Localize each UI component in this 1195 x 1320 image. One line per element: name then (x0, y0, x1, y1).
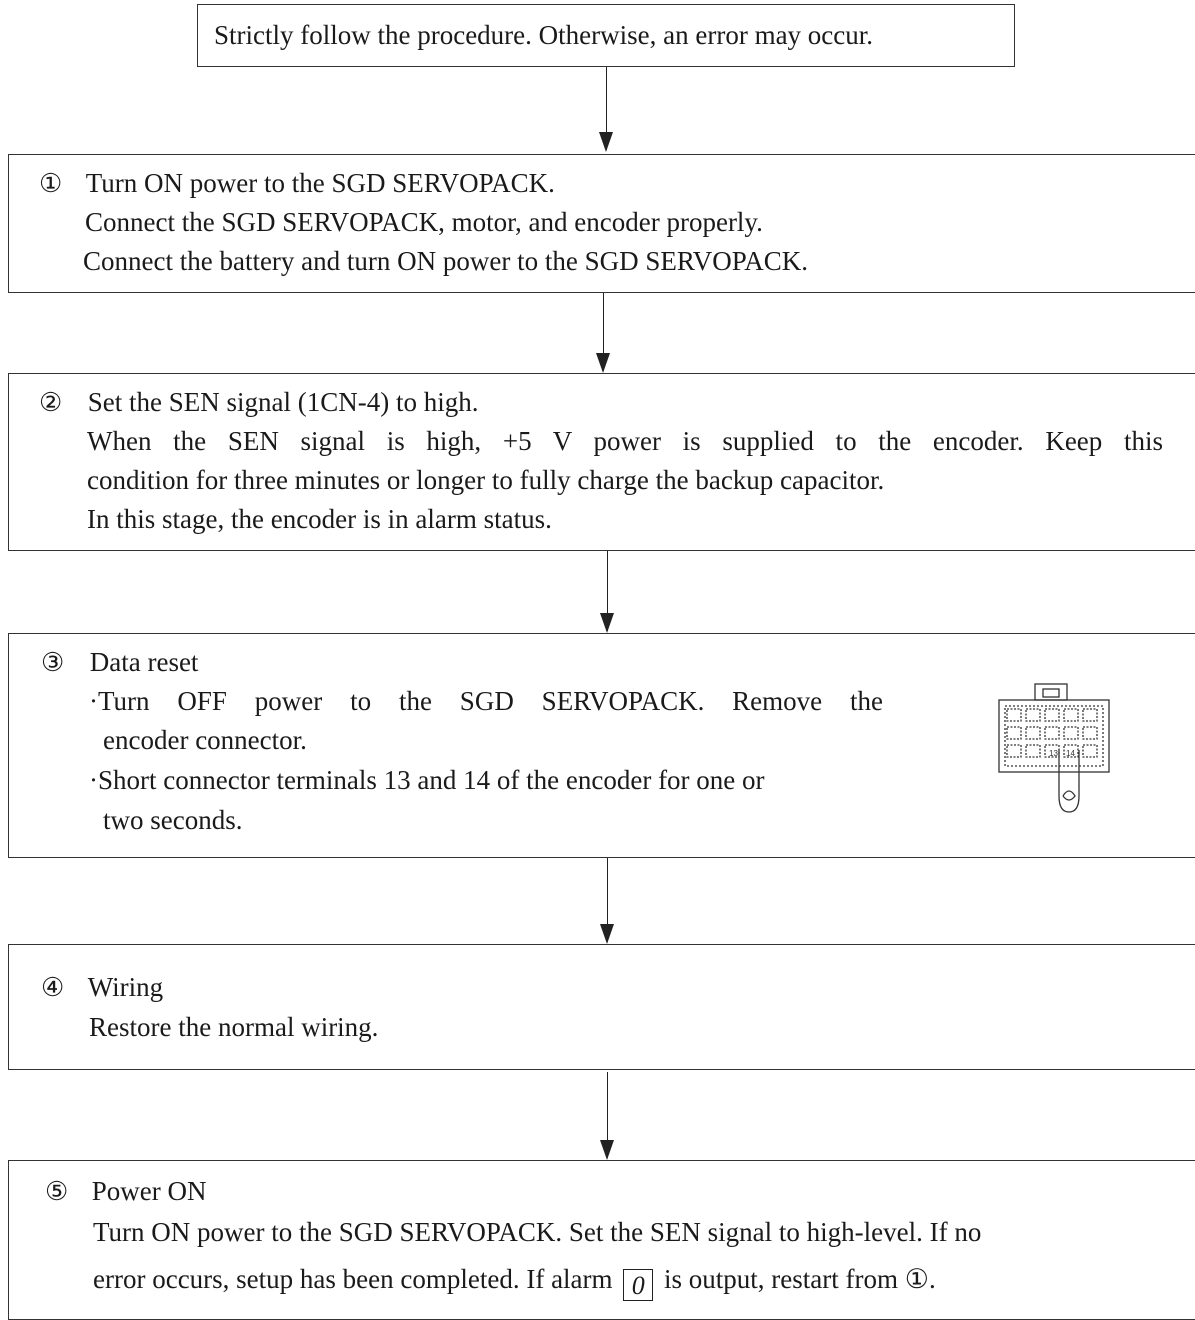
notice-box: Strictly follow the procedure. Otherwise… (197, 4, 1015, 67)
step-5-line-3-text: is output, restart from ①. (664, 1264, 936, 1294)
step-4-line-1: Restore the normal wiring. (89, 1012, 379, 1042)
step-4-title: Wiring (87, 972, 164, 1002)
step-1-line-1: Connect the SGD SERVOPACK, motor, and en… (85, 207, 763, 237)
step-2-box: ② Set the SEN signal (1CN-4) to high. Wh… (8, 373, 1195, 551)
step-3-box: ③ Data reset ·Turn OFF power to the SGD … (8, 633, 1195, 858)
step-5-line-1: Turn ON power to the SGD SERVOPACK. Set … (93, 1217, 982, 1247)
flow-arrow-5 (600, 1072, 614, 1160)
step-3-title: Data reset (89, 647, 199, 677)
step-1-box: ① Turn ON power to the SGD SERVOPACK. Co… (8, 154, 1195, 293)
encoder-connector-illustration: 13 14 (998, 683, 1110, 813)
step-5-heading: ⑤ Power ON (45, 1175, 207, 1208)
step-2-heading: ② Set the SEN signal (1CN-4) to high. (39, 386, 478, 419)
flow-arrow-2 (596, 293, 610, 373)
pin-14-label: 14 (1066, 749, 1075, 758)
step-3-number: ③ (41, 648, 65, 677)
step-5-title: Power ON (91, 1176, 207, 1206)
flow-arrow-3 (600, 551, 614, 633)
step-2-title: Set the SEN signal (1CN-4) to high. (87, 387, 479, 417)
step-3-line-3: ·Short connector terminals 13 and 14 of … (89, 765, 765, 795)
step-5-number: ⑤ (45, 1177, 69, 1206)
step-2-number: ② (39, 388, 63, 417)
step-3-heading: ③ Data reset (41, 646, 198, 679)
step-5-box: ⑤ Power ON Turn ON power to the SGD SERV… (8, 1160, 1195, 1320)
step-5-line-2: error occurs, setup has been completed. … (93, 1263, 936, 1301)
step-2-line-1: When the SEN signal is high, +5 V power … (87, 426, 1163, 456)
step-4-number: ④ (41, 973, 65, 1002)
step-5-line-2-text: error occurs, setup has been completed. … (93, 1264, 613, 1294)
step-1-line-2: Connect the battery and turn ON power to… (83, 246, 809, 276)
step-3-line-4: two seconds. (103, 805, 243, 835)
step-4-box: ④ Wiring Restore the normal wiring. (8, 944, 1195, 1070)
step-2-line-2: condition for three minutes or longer to… (87, 465, 885, 495)
step-3-line-1: ·Turn OFF power to the SGD SERVOPACK. Re… (89, 686, 883, 716)
pin-13-label: 13 (1049, 749, 1058, 758)
step-2-line-3: In this stage, the encoder is in alarm s… (87, 504, 552, 534)
flow-arrow-4 (600, 858, 614, 944)
step-4-heading: ④ Wiring (41, 971, 163, 1004)
step-1-number: ① (39, 169, 63, 198)
step-1-heading: ① Turn ON power to the SGD SERVOPACK. (39, 167, 555, 200)
alarm-display-symbol: 0 (623, 1269, 654, 1301)
step-1-title: Turn ON power to the SGD SERVOPACK. (85, 168, 555, 198)
flow-arrow-1 (599, 67, 613, 152)
step-3-line-2: encoder connector. (103, 725, 307, 755)
notice-text: Strictly follow the procedure. Otherwise… (214, 20, 874, 50)
